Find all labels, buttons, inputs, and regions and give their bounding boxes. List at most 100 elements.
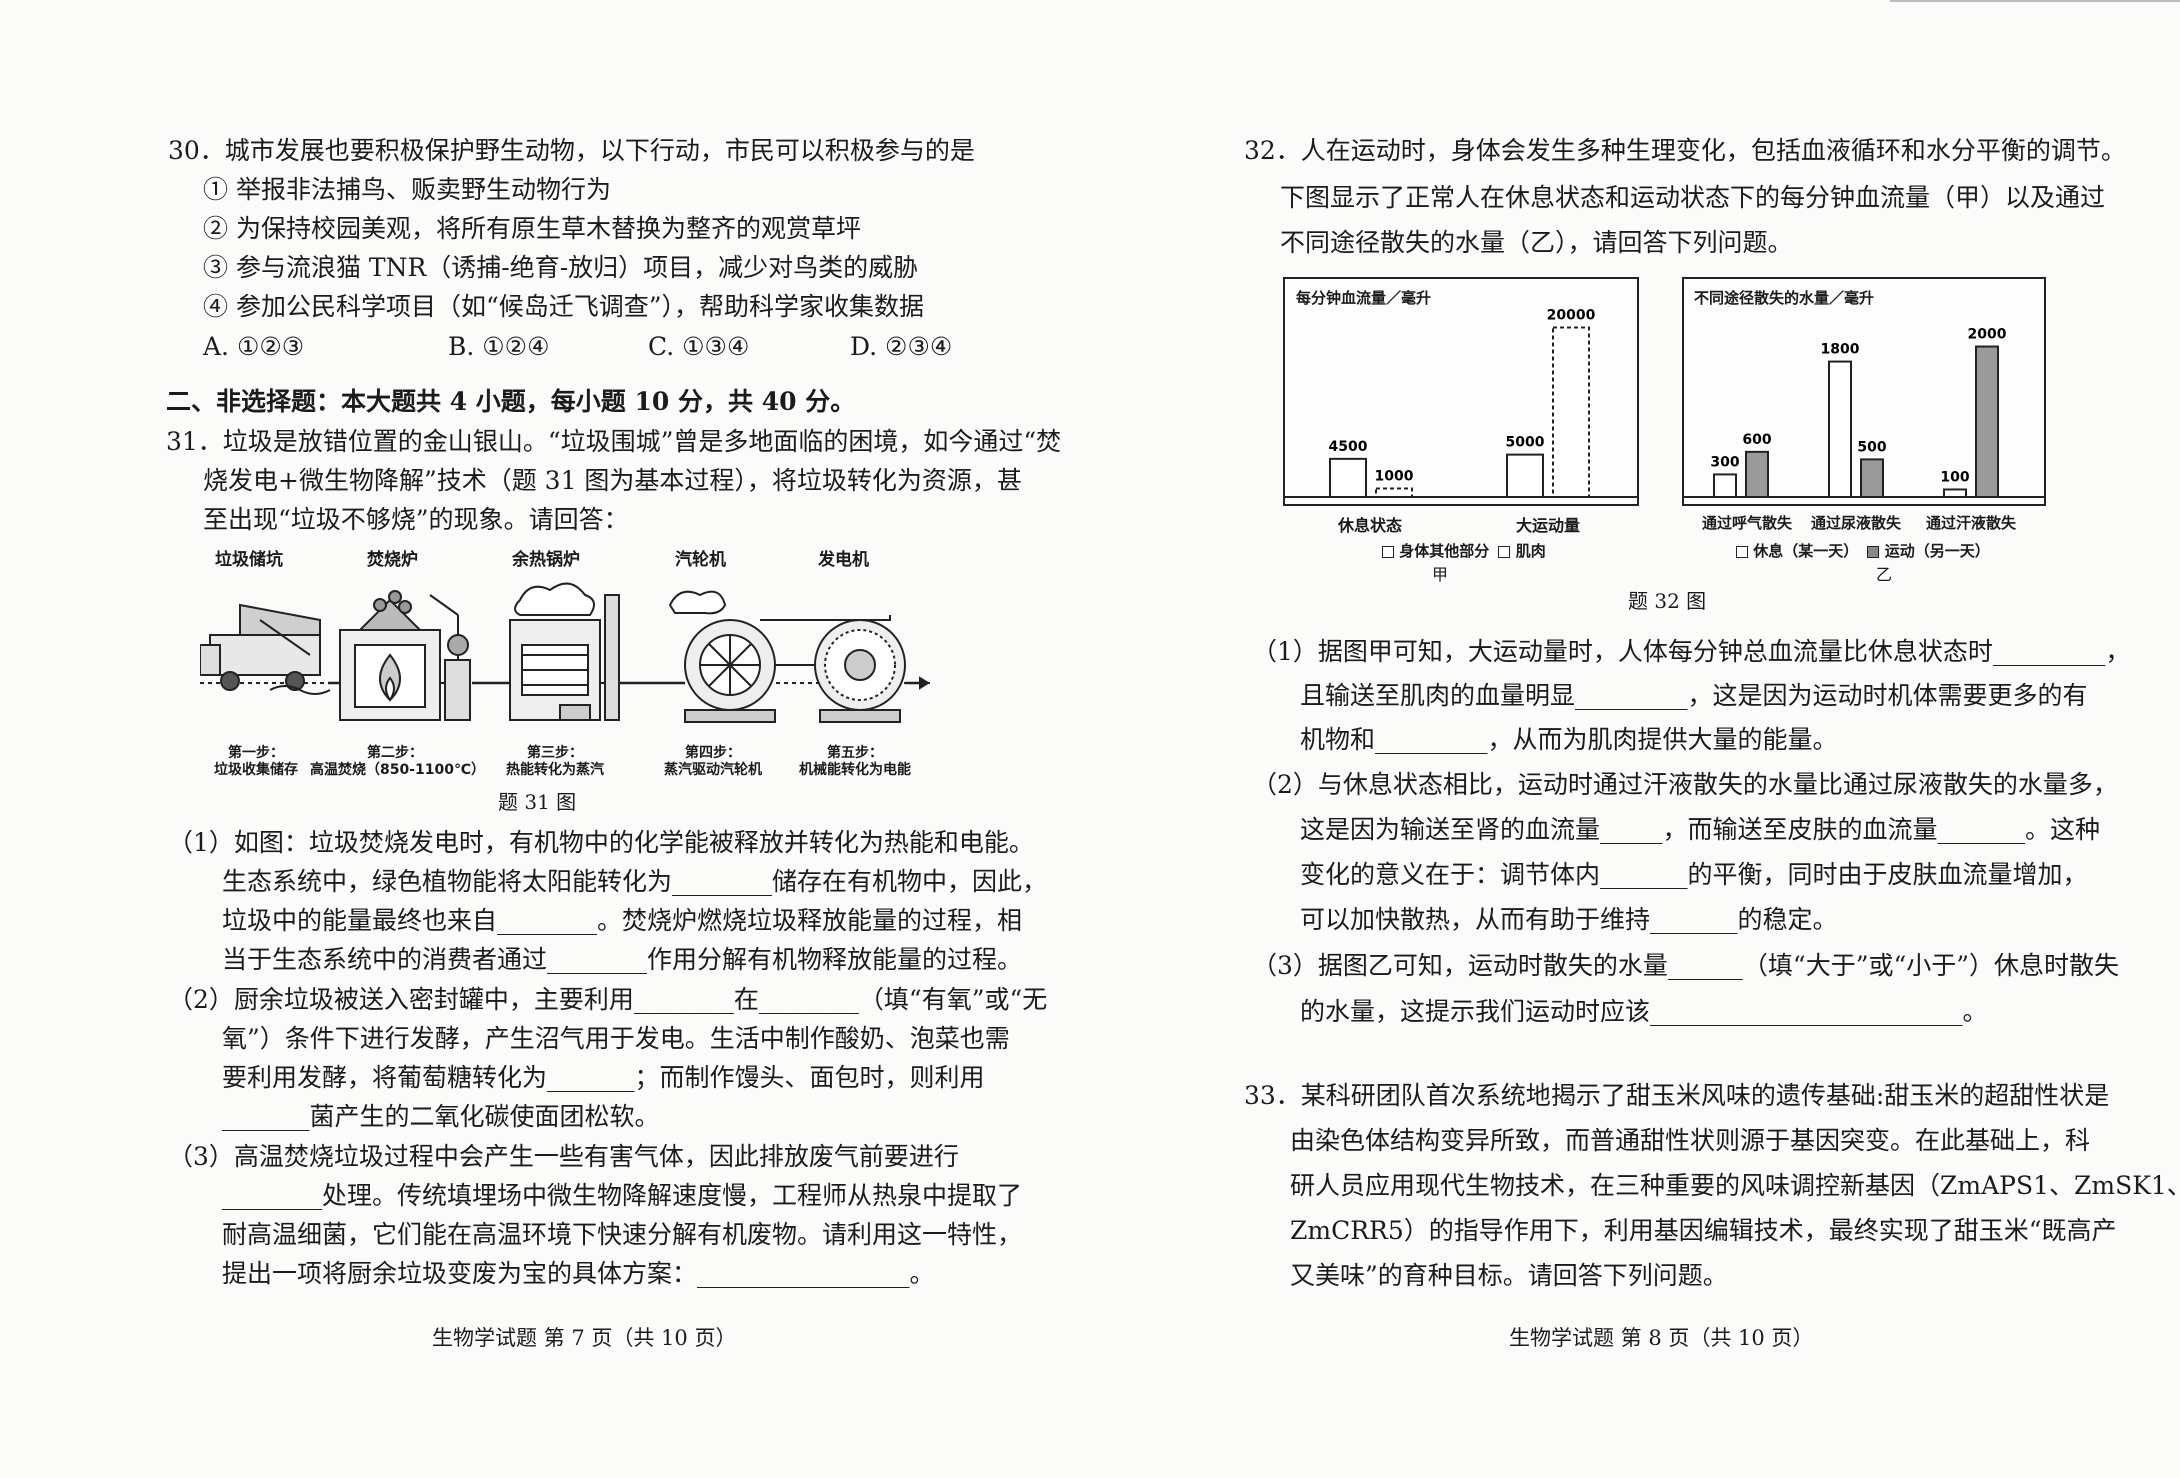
turbine-icon (668, 590, 785, 723)
fig31-step-2: 第二步： 高温焚烧（850-1100℃） (310, 745, 485, 778)
q31-line-3: 至出现“垃圾不够烧”的现象。请回答： (203, 505, 629, 534)
data-label-jia-bars-0-0: 4500 (1329, 439, 1368, 455)
q33-line-2: 由染色体结构变异所致，而普通甜性状则源于基因突变。在此基础上，科 (1290, 1126, 2091, 1155)
q30-option-a[interactable]: A. ①②③ (203, 332, 305, 361)
bar-yi-bars-2-1 (1975, 345, 1999, 499)
q33-line-1: 33．某科研团队首次系统地揭示了甜玉米风味的遗传基础:甜玉米的超甜性状是 (1244, 1081, 2110, 1110)
right-page-footer: 生物学试题 第 8 页（共 10 页） (1509, 1326, 1814, 1350)
left-page-footer: 生物学试题 第 7 页（共 10 页） (432, 1326, 737, 1350)
legend-swatch-rest-icon (1736, 545, 1748, 558)
q31-part2-line2: 氧”）条件下进行发酵，产生沼气用于发电。生活中制作酸奶、泡菜也需 (222, 1024, 1010, 1053)
chart-jia-plot: 4500 1000 5000 20000 (1285, 307, 1637, 499)
q30-item-3: ③ 参与流浪猫 TNR（诱捕-绝育-放归）项目，减少对鸟类的威胁 (203, 253, 919, 282)
q32-part1-line2: 且输送至肌肉的血量明显_________，这是因为运动时机体需要更多的有 (1300, 681, 2088, 710)
chart-jia-category-rest: 休息状态 (1338, 516, 1403, 535)
q32-line-2: 下图显示了正常人在休息状态和运动状态下的每分钟血流量（甲）以及通过 (1280, 183, 2106, 212)
q33-line-4: ZmCRR5）的指导作用下，利用基因编辑技术，最终实现了甜玉米“既高产 (1290, 1216, 2117, 1245)
chart-yi-category-breath: 通过呼气散失 (1702, 514, 1793, 532)
fig31-header-pit: 垃圾储坑 (215, 550, 283, 570)
fig31-process-illustration (200, 582, 930, 723)
q33-line-5: 又美味”的育种目标。请回答下列问题。 (1290, 1261, 1728, 1290)
legend-swatch-muscle-icon (1498, 545, 1511, 558)
q33-line-3: 研人员应用现代生物技术，在三种重要的风味调控新基因（ZmAPS1、ZmSK1、 (1290, 1171, 2180, 1200)
chart-yi-category-urine: 通过尿液散失 (1811, 514, 1902, 532)
bar-yi-bars-1-0 (1828, 360, 1852, 498)
fig31-step-1: 第一步： 垃圾收集储存 (214, 745, 298, 778)
generator-icon (760, 615, 906, 723)
data-label-jia-bars-1-1: 20000 (1547, 307, 1596, 323)
data-label-yi-bars-2-1: 2000 (1968, 327, 2007, 343)
fig31-caption: 题 31 图 (498, 790, 577, 814)
data-label-yi-bars-1-1: 500 (1857, 439, 1886, 455)
q31-part1-line1: （1）如图：垃圾焚烧发电时，有机物中的化学能被释放并转化为热能和电能。 (168, 828, 1034, 857)
truck-icon (200, 603, 331, 695)
q30-option-c[interactable]: C. ①③④ (648, 332, 750, 361)
q32-part1-line1: （1）据图甲可知，大运动量时，人体每分钟总血流量比休息状态时_________， (1252, 637, 2131, 666)
data-label-yi-bars-0-1: 600 (1742, 432, 1771, 448)
bar-yi-bars-2-0 (1943, 488, 1967, 499)
q30-option-b[interactable]: B. ①②④ (448, 332, 550, 361)
q30-stem: 30．城市发展也要积极保护野生动物，以下行动，市民可以积极参与的是 (168, 136, 975, 165)
bar-yi-bars-1-1 (1860, 458, 1884, 498)
chart-yi-ylabel: 不同途径散失的水量／毫升 (1694, 289, 1875, 307)
q31-line-1: 31．垃圾是放错位置的金山银山。“垃圾围城”曾是多地面临的困境，如今通过“焚 (166, 427, 1062, 456)
data-label-jia-bars-0-1: 1000 (1375, 469, 1414, 485)
bar-jia-bars-1-1 (1552, 326, 1590, 498)
bar-jia-bars-0-1 (1375, 487, 1413, 498)
bar-yi-bars-0-1 (1745, 450, 1769, 499)
q32-line-1: 32．人在运动时，身体会发生多种生理变化，包括血液循环和水分平衡的调节。 (1244, 136, 2126, 165)
data-label-yi-bars-0-0: 300 (1710, 454, 1739, 470)
chart-yi-legend-exercise: 运动（另一天） (1884, 542, 1990, 560)
fig31-step-5: 第五步： 机械能转化为电能 (799, 745, 911, 778)
incinerator-icon (339, 590, 441, 721)
chart-jia-category-exercise: 大运动量 (1516, 516, 1581, 535)
q30-option-d[interactable]: D. ②③④ (850, 332, 953, 361)
chart-jia-ylabel: 每分钟血流量／毫升 (1296, 289, 1432, 307)
q31-part1-line2: 生态系统中，绿色植物能将太阳能转化为________储存在有机物中，因此， (222, 867, 1048, 896)
q30-item-2: ② 为保持校园美观，将所有原生草木替换为整齐的观赏草坪 (203, 214, 861, 243)
chart-jia-legend-muscle: 肌肉 (1515, 542, 1546, 560)
chart-jia-legend: 身体其他部分 肌肉 (1382, 540, 1546, 561)
fig32-caption: 题 32 图 (1628, 589, 1707, 613)
crane-icon (429, 594, 471, 721)
q32-part2-line3: 变化的意义在于：调节体内_______的平衡，同时由于皮肤血流量增加， (1300, 860, 2088, 889)
q31-part3-line1: （3）高温焚烧垃圾过程中会产生一些有害气体，因此排放废气前要进行 (168, 1142, 959, 1171)
fig31-header-incinerator: 焚烧炉 (367, 550, 418, 570)
data-label-yi-bars-2-0: 100 (1940, 469, 1969, 485)
chart-jia-legend-other: 身体其他部分 (1399, 542, 1490, 560)
chart-yi-legend: 休息（某一天） 运动（另一天） (1736, 540, 1990, 561)
q31-part2-line4: _______菌产生的二氧化碳使面团松软。 (222, 1102, 660, 1131)
q31-part1-line4: 当于生态系统中的消费者通过________作用分解有机物释放能量的过程。 (222, 945, 1023, 974)
scan-edge-line (1890, 0, 2180, 2)
q31-part2-line1: （2）厨余垃圾被送入密封罐中，主要利用________在________（填“有… (168, 985, 1048, 1014)
q31-part2-line3: 要利用发酵，将葡萄糖转化为_______；而制作馒头、面包时，则利用 (222, 1063, 985, 1092)
bar-yi-bars-0-0 (1713, 473, 1737, 499)
fig31-step-3: 第三步： 热能转化为蒸汽 (506, 745, 604, 778)
fig31-header-turbine: 汽轮机 (675, 550, 726, 570)
data-label-jia-bars-1-0: 5000 (1506, 435, 1545, 451)
fig31-step-4: 第四步： 蒸汽驱动汽轮机 (664, 745, 762, 778)
q31-part3-line3: 耐高温细菌，它们能在高温环境下快速分解有机废物。请利用这一特性， (222, 1220, 1023, 1249)
boiler-icon (509, 582, 620, 721)
fig31-header-generator: 发电机 (818, 550, 869, 570)
q32-part2-line2: 这是因为输送至肾的血流量_____，而输送至皮肤的血流量_______。这种 (1300, 815, 2101, 844)
q32-part2-line4: 可以加快散热，从而有助于维持_______的稳定。 (1300, 905, 1838, 934)
q31-line-2: 烧发电+微生物降解”技术（题 31 图为基本过程），将垃圾转化为资源，甚 (203, 466, 1022, 495)
fig31-header-boiler: 余热锅炉 (512, 550, 580, 570)
q32-part2-line1: （2）与休息状态相比，运动时通过汗液散失的水量比通过尿液散失的水量多， (1252, 770, 2118, 799)
q30-item-4: ④ 参加公民科学项目（如“候岛迁飞调查”），帮助科学家收集数据 (203, 292, 925, 321)
bar-jia-bars-0-0 (1329, 457, 1367, 499)
chart-jia-sublabel: 甲 (1432, 565, 1449, 584)
q32-part3-line2: 的水量，这提示我们运动时应该_________________________。 (1300, 997, 1988, 1026)
chart-yi-legend-rest: 休息（某一天） (1753, 542, 1859, 560)
data-label-yi-bars-1-0: 1800 (1821, 342, 1860, 358)
legend-swatch-other-icon (1382, 545, 1394, 558)
q32-part1-line3: 机物和_________，从而为肌肉提供大量的能量。 (1300, 725, 1838, 754)
q32-part3-line1: （3）据图乙可知，运动时散失的水量______（填“大于”或“小于”）休息时散失 (1252, 951, 2120, 980)
q32-line-3: 不同途径散失的水量（乙），请回答下列问题。 (1280, 228, 1793, 257)
chart-yi-category-sweat: 通过汗液散失 (1926, 514, 2017, 532)
q30-item-1: ① 举报非法捕鸟、贩卖野生动物行为 (203, 175, 611, 204)
q31-part3-line4: 提出一项将厨余垃圾变废为宝的具体方案：_________________。 (222, 1259, 935, 1288)
chart-yi-sublabel: 乙 (1876, 565, 1893, 584)
